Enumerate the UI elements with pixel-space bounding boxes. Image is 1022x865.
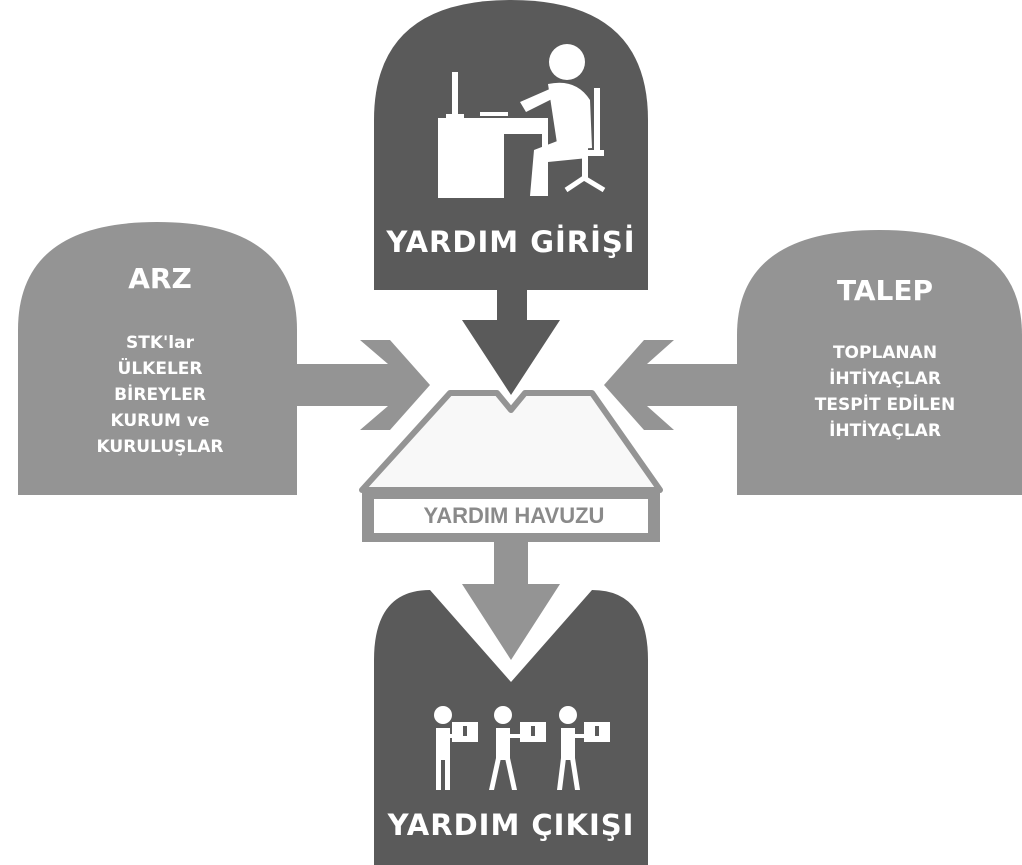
supply-item: KURUM ve bbox=[110, 411, 210, 431]
demand-item: TOPLANAN bbox=[832, 343, 938, 363]
aid-pool-icon bbox=[359, 390, 663, 542]
left-arrow-icon bbox=[297, 340, 430, 430]
right-arrow-icon bbox=[604, 340, 737, 430]
supply-item: KURULUŞLAR bbox=[96, 437, 224, 457]
supply-item: STK'lar bbox=[126, 333, 194, 353]
supply-item: BİREYLER bbox=[114, 385, 206, 405]
bottom-arch-shape bbox=[374, 590, 648, 865]
aid-entry-title: YARDIM GİRİŞİ bbox=[386, 225, 636, 259]
people-carrying-boxes-icon bbox=[434, 706, 610, 790]
right-arch-shape bbox=[737, 230, 1022, 495]
aid-exit-title: YARDIM ÇIKIŞI bbox=[387, 808, 635, 842]
left-arch-shape bbox=[18, 222, 297, 495]
demand-title: TALEP bbox=[836, 274, 934, 307]
aid-pool-label: YARDIM HAVUZU bbox=[423, 503, 605, 528]
demand-item: İHTİYAÇLAR bbox=[829, 421, 941, 441]
bottom-down-arrow-icon bbox=[462, 542, 560, 660]
supply-list: STK'lar ÜLKELER BİREYLER KURUM ve KURULU… bbox=[70, 330, 250, 460]
demand-list: TOPLANAN İHTİYAÇLAR TESPİT EDİLEN İHTİYA… bbox=[790, 340, 980, 444]
person-at-computer-icon bbox=[438, 44, 606, 198]
supply-item: ÜLKELER bbox=[117, 359, 203, 379]
demand-item: TESPİT EDİLEN bbox=[814, 395, 956, 415]
supply-title: ARZ bbox=[128, 262, 192, 295]
top-down-arrow-icon bbox=[462, 290, 560, 395]
box-marks bbox=[463, 726, 599, 736]
demand-item: İHTİYAÇLAR bbox=[829, 369, 941, 389]
